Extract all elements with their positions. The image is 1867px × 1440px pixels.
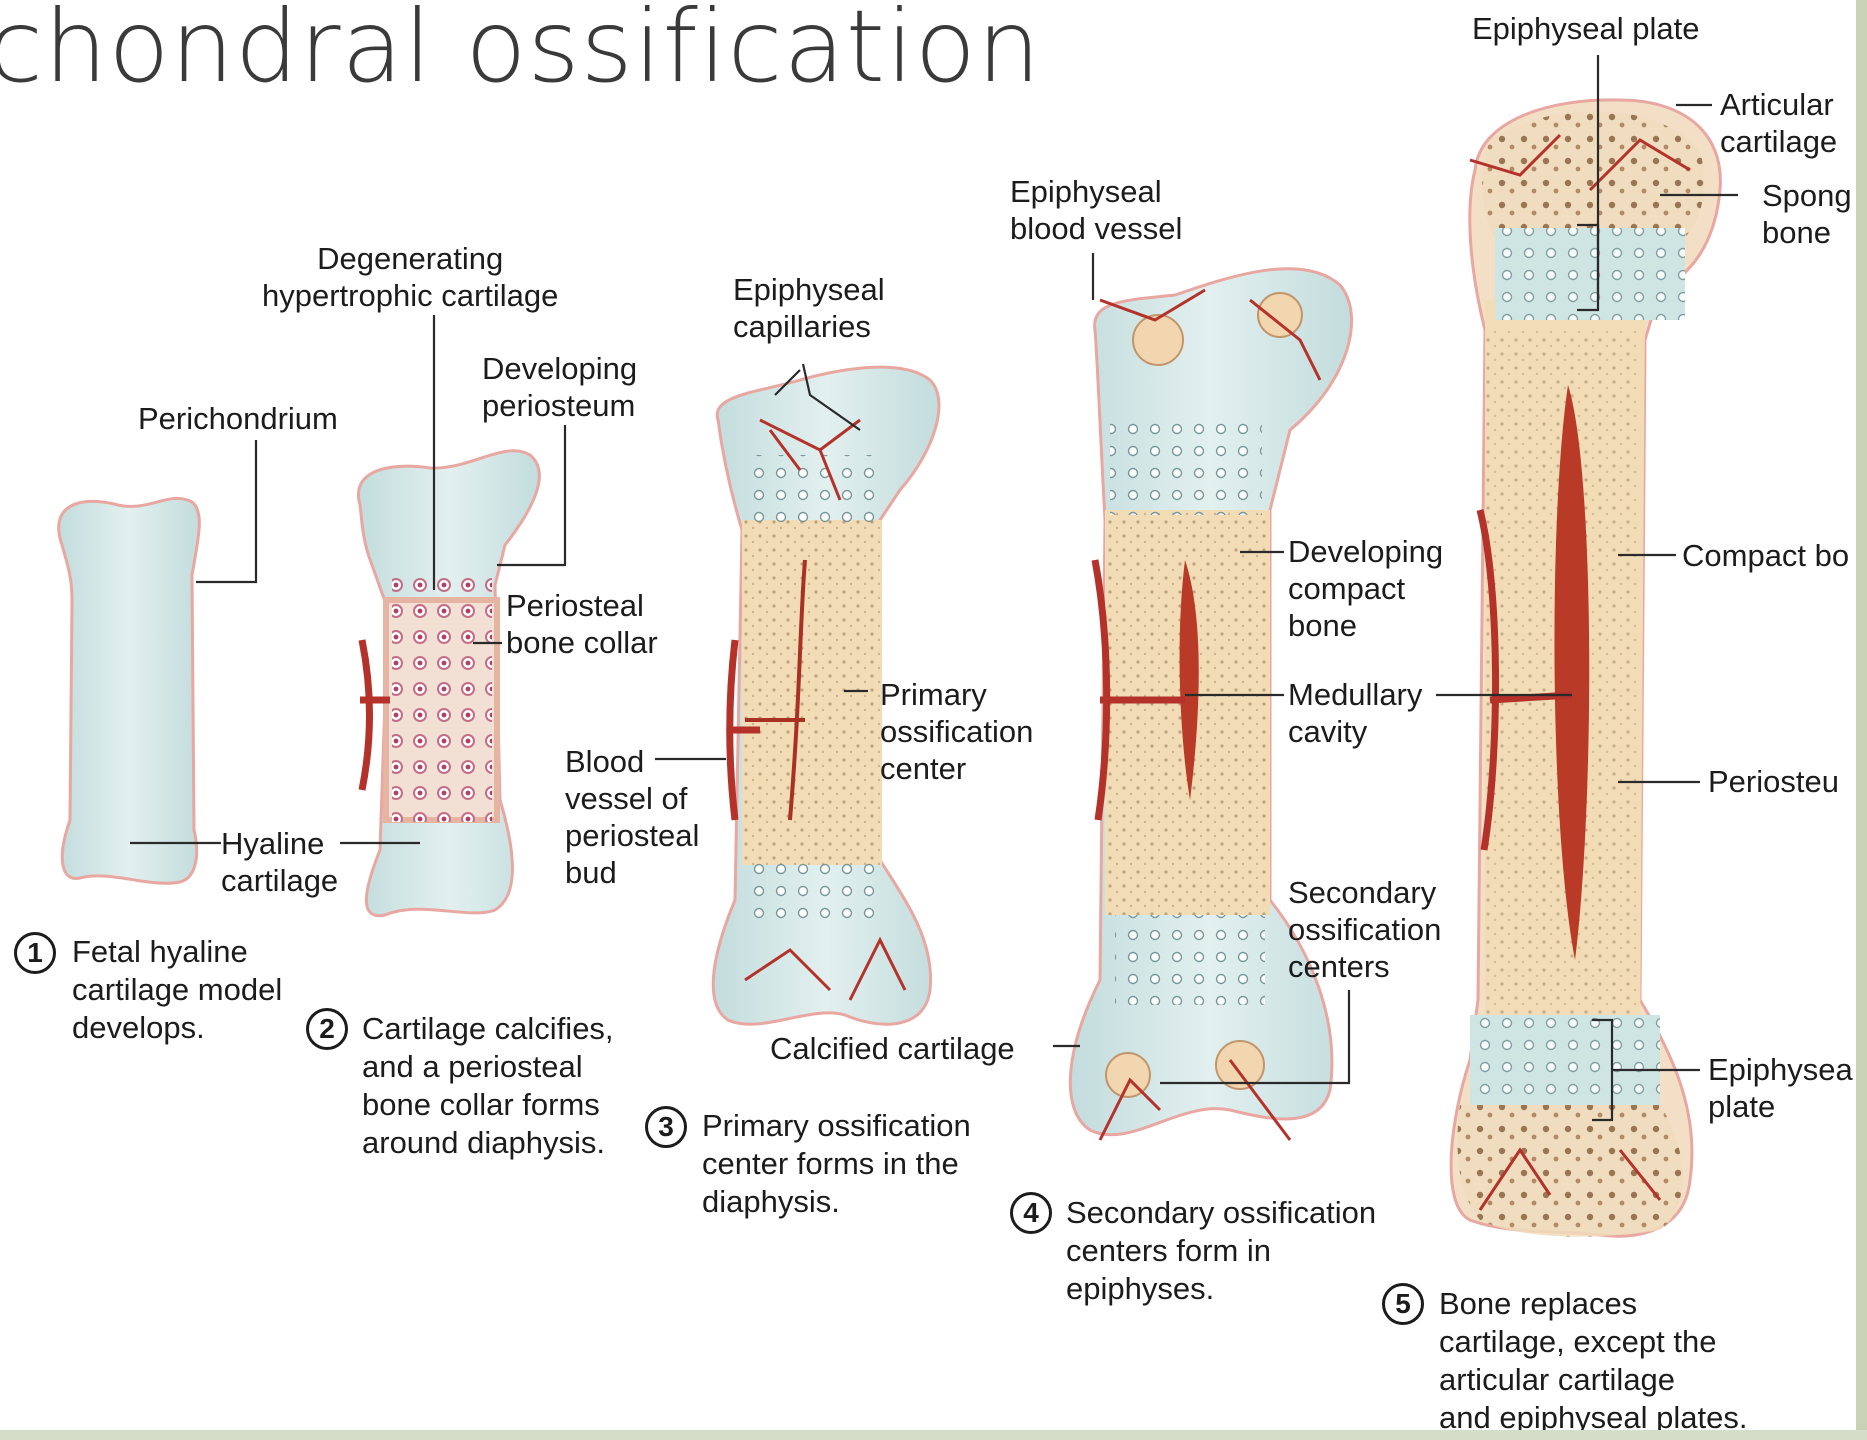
label-spongy-bone: Spong bone <box>1762 177 1852 251</box>
stage-1-number: 1 <box>14 932 56 974</box>
stage-3-number: 3 <box>645 1106 687 1148</box>
bone-stage-2 <box>358 451 539 916</box>
label-developing-periosteum: Developing periosteum <box>482 350 637 424</box>
label-blood-vessel-bud: Blood vessel of periosteal bud <box>565 743 699 891</box>
slide-side-bar <box>1856 0 1867 1440</box>
stage-5-number: 5 <box>1382 1283 1424 1325</box>
stage-2-number: 2 <box>306 1008 348 1050</box>
stage-5-caption: Bone replaces cartilage, except the arti… <box>1439 1285 1748 1437</box>
label-hyaline-cartilage: Hyaline cartilage <box>221 825 338 899</box>
label-perichondrium: Perichondrium <box>138 400 338 437</box>
label-epiphyseal-plate-top: Epiphyseal plate <box>1472 10 1700 47</box>
label-developing-compact-bone: Developing compact bone <box>1288 533 1443 644</box>
stage-2-caption: Cartilage calcifies, and a periosteal bo… <box>362 1010 614 1162</box>
hyaline-cartilage-model <box>59 498 200 883</box>
label-secondary-ossification-centers: Secondary ossification centers <box>1288 874 1441 985</box>
label-epiphyseal-capillaries: Epiphyseal capillaries <box>733 271 885 345</box>
label-periosteum: Periosteu <box>1708 763 1839 800</box>
slide-bottom-bar <box>0 1430 1867 1440</box>
hypertrophic-chondrocytes <box>392 572 492 822</box>
label-articular-cartilage: Articular cartilage <box>1720 86 1837 160</box>
label-epiphyseal-blood-vessel: Epiphyseal blood vessel <box>1010 173 1182 247</box>
label-medullary-cavity: Medullary cavity <box>1288 676 1422 750</box>
label-degenerating-cartilage: Degenerating hypertrophic cartilage <box>262 240 558 314</box>
bone-stage-5 <box>1451 100 1720 1237</box>
label-compact-bone: Compact bo <box>1682 537 1849 574</box>
stage-3-caption: Primary ossification center forms in the… <box>702 1107 971 1221</box>
label-epiphyseal-plate-bottom: Epiphysea plate <box>1708 1051 1853 1125</box>
stage-1-caption: Fetal hyaline cartilage model develops. <box>72 933 282 1047</box>
bone-stage-1 <box>59 498 200 883</box>
label-periosteal-bone-collar: Periosteal bone collar <box>506 587 658 661</box>
stage-4-number: 4 <box>1010 1192 1052 1234</box>
label-calcified-cartilage: Calcified cartilage <box>770 1030 1015 1067</box>
stage-4-caption: Secondary ossification centers form in e… <box>1066 1194 1376 1308</box>
label-primary-ossification-center: Primary ossification center <box>880 676 1033 787</box>
